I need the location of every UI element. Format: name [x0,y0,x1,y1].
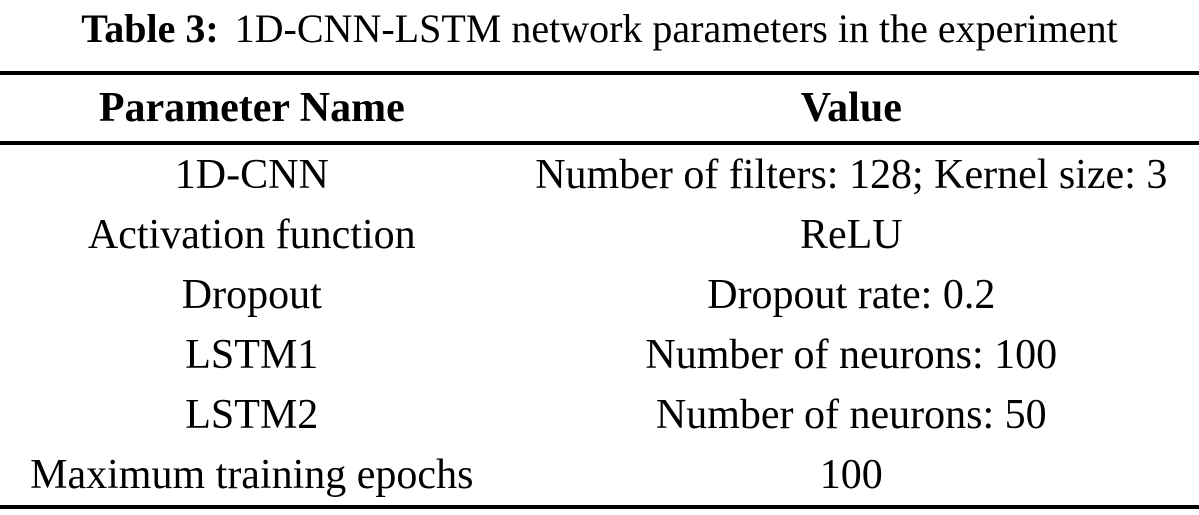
value-cell: Dropout rate: 0.2 [707,272,996,318]
column-header-parameter-name: Parameter Name [98,85,405,131]
parameter-name-cell: LSTM1 [185,332,319,378]
parameters-table: Parameter Name Value 1D-CNN Number of fi… [0,71,1199,509]
parameter-name-cell: Dropout [181,272,322,318]
parameter-name-cell: 1D-CNN [174,152,329,198]
table-row: LSTM2 Number of neurons: 50 [0,385,1199,445]
table-row: Activation function ReLU [0,205,1199,265]
table-caption-label: Table 3: [81,6,219,51]
header-row: Parameter Name Value [0,73,1199,143]
value-cell: Number of neurons: 100 [645,332,1058,378]
value-cell: Number of filters: 128; Kernel size: 3 [535,152,1168,198]
value-cell: Number of neurons: 50 [655,392,1047,438]
value-cell: ReLU [799,212,903,258]
table-row: Dropout Dropout rate: 0.2 [0,265,1199,325]
table-caption: Table 3: 1D-CNN-LSTM network parameters i… [0,0,1199,53]
table-row: Maximum training epochs 100 [0,445,1199,507]
table-row: 1D-CNN Number of filters: 128; Kernel si… [0,143,1199,205]
parameter-name-cell: LSTM2 [185,392,319,438]
parameter-name-cell: Activation function [87,212,416,258]
parameter-name-cell: Maximum training epochs [30,452,474,498]
table-caption-text: 1D-CNN-LSTM network parameters in the ex… [234,6,1118,51]
column-header-value: Value [800,85,902,131]
table-row: LSTM1 Number of neurons: 100 [0,325,1199,385]
value-cell: 100 [819,452,883,498]
